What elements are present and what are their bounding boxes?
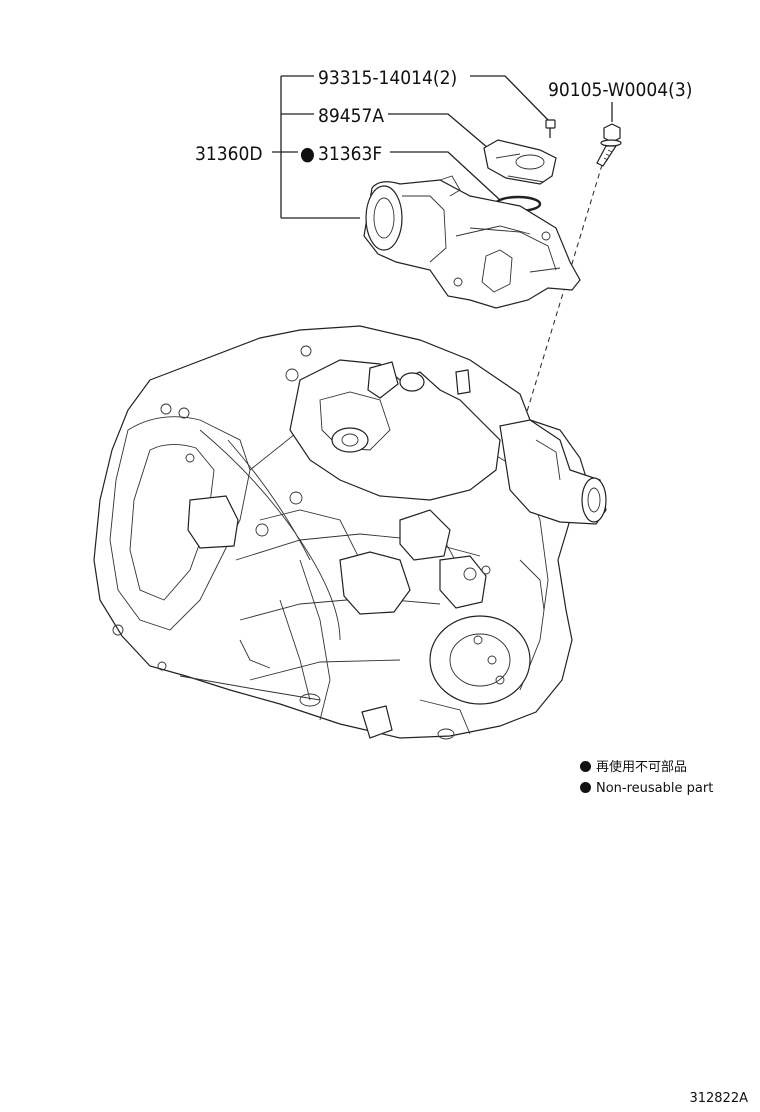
label-31360[interactable]: 31360D: [195, 143, 263, 165]
flange-bolt: [596, 123, 622, 167]
clutch-actuator: [363, 175, 581, 309]
sensor-part: [483, 139, 557, 185]
transmission-assembly: [93, 325, 607, 740]
bolt-small: [545, 119, 556, 138]
label-90105[interactable]: 90105-W0004(3): [548, 79, 692, 101]
bullet-icon: [580, 782, 591, 793]
leader-lines: [272, 75, 613, 429]
legend-jp-text: 再使用不可部品: [596, 760, 688, 775]
label-31363[interactable]: 31363F: [318, 143, 382, 165]
label-89457[interactable]: 89457A: [318, 105, 384, 127]
legend-jp: 再使用不可部品: [580, 760, 687, 776]
legend-en-text: Non-reusable part: [596, 781, 714, 796]
legend-en: Non-reusable part: [580, 781, 713, 797]
label-93315[interactable]: 93315-14014(2): [318, 67, 457, 89]
diagram-id: 312822A: [689, 1091, 748, 1106]
bullet-icon: [580, 761, 591, 772]
non-reusable-marker: ●: [300, 143, 315, 165]
